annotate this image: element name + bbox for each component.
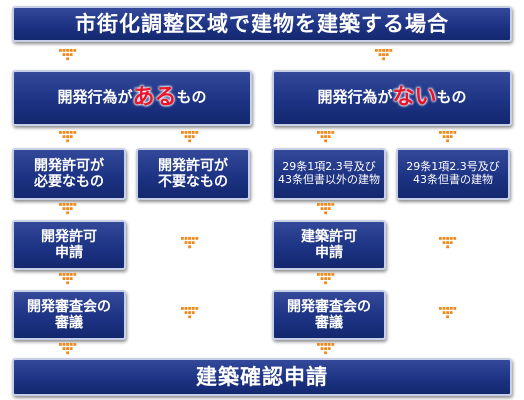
left-review-board-box: 開発審査会の 審議 (12, 290, 126, 340)
branch-with-development: 開発行為があるもの (12, 70, 252, 126)
box-line: 開発許可が (34, 157, 104, 174)
down-arrow-icon (375, 49, 393, 61)
down-arrow-icon (439, 237, 457, 249)
down-arrow-icon (439, 307, 457, 319)
proviso-buildings-box: 29条1項2.3号及び 43条但書の建物 (396, 148, 510, 200)
branch-label-emphasis: ない (392, 85, 437, 111)
box-line: 29条1項2.3号及び (282, 160, 376, 174)
box-line: 29条1項2.3号及び (406, 160, 500, 174)
other-buildings-box: 29条1項2.3号及び 43条但書以外の建物 (272, 148, 386, 200)
box-line: 審議 (55, 315, 83, 331)
box-line: 開発審査会の (27, 298, 111, 315)
building-confirmation-box: 建築確認申請 (12, 358, 512, 396)
permit-required-box: 開発許可が 必要なもの (12, 148, 126, 200)
permit-not-required-box: 開発許可が 不要なもの (136, 148, 250, 200)
down-arrow-icon (59, 131, 77, 143)
box-line: 43条但書の建物 (413, 173, 493, 186)
branch-without-development: 開発行為がないもの (272, 70, 512, 126)
down-arrow-icon (181, 307, 199, 319)
down-arrow-icon (59, 203, 77, 215)
right-review-board-box: 開発審査会の 審議 (272, 290, 386, 340)
box-line: 建築許可 (301, 228, 357, 245)
down-arrow-icon (317, 203, 335, 215)
box-line: 開発許可 (41, 228, 97, 245)
down-arrow-icon (439, 131, 457, 143)
box-line: 不要なもの (158, 174, 228, 190)
down-arrow-icon (59, 273, 77, 285)
down-arrow-icon (59, 49, 77, 61)
box-line: 必要なもの (34, 174, 104, 190)
box-line: 審議 (315, 315, 343, 331)
building-permit-application-box: 建築許可 申請 (272, 220, 386, 270)
box-line: 開発審査会の (287, 298, 371, 315)
branch-label-pre: 開発行為が (57, 88, 133, 107)
branch-label-emphasis: ある (132, 85, 177, 111)
box-line: 申請 (315, 245, 343, 261)
down-arrow-icon (317, 131, 335, 143)
footer-title: 建築確認申請 (196, 364, 328, 389)
development-permit-application-box: 開発許可 申請 (12, 220, 126, 270)
down-arrow-icon (181, 237, 199, 249)
box-line: 開発許可が (158, 157, 228, 174)
branch-label-post: もの (176, 88, 207, 107)
box-line: 43条但書以外の建物 (278, 173, 380, 186)
down-arrow-icon (317, 273, 335, 285)
box-line: 申請 (55, 245, 83, 261)
down-arrow-icon (317, 343, 335, 355)
branch-label-post: もの (436, 88, 467, 107)
page-title: 市街化調整区域で建物を建築する場合 (75, 11, 449, 36)
down-arrow-icon (181, 131, 199, 143)
branch-label-pre: 開発行為が (317, 88, 393, 107)
title-box: 市街化調整区域で建物を建築する場合 (12, 6, 512, 42)
down-arrow-icon (59, 343, 77, 355)
